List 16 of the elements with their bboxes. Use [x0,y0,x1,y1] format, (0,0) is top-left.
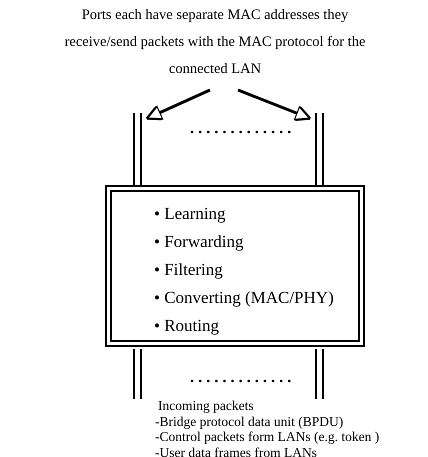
port-bar [133,349,142,399]
packet-note: -User data frames from LANs [155,444,317,457]
arrow [237,88,312,122]
function-item: • Forwarding [154,231,245,253]
port-bar [315,113,324,186]
arrow [146,88,211,120]
port-bar [315,349,324,399]
description-text: Ports each have separate MAC addresses they receive/send packets with the MAC protocol for the connected LAN [60,2,370,86]
packet-note: -Control packets form LANs (e.g. token ) [155,429,380,444]
function-item: • Routing [154,315,220,337]
packet-note: Incoming packets [158,398,254,414]
packet-note: -Bridge protocol data unit (BPDU) [155,414,344,429]
function-item: • Learning [154,203,227,225]
function-item: • Filtering [154,259,224,281]
port-bar [133,113,142,186]
function-item: • Converting (MAC/PHY) [154,287,335,309]
